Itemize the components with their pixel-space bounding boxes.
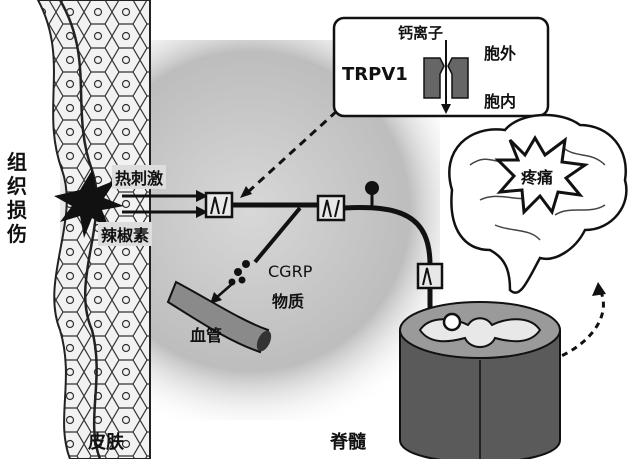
heat-stimulus-label: 热刺激 [112, 165, 166, 189]
blood-vessel-label: 血管 [190, 322, 222, 346]
trpv1-label: TRPV1 [342, 64, 408, 85]
skin-label: 皮肤 [88, 428, 124, 454]
substance-label: 物质 [272, 288, 304, 312]
capsaicin-label: 辣椒素 [98, 222, 152, 246]
calcium-ion-label: 钙离子 [398, 22, 443, 43]
nerve-knob [365, 181, 379, 195]
intracellular-label: 胞内 [484, 88, 516, 112]
dorsal-root-ganglion [444, 314, 460, 330]
extracellular-label: 胞外 [484, 40, 516, 64]
pain-label: 疼痛 [521, 164, 553, 188]
cgrp-label: CGRP [268, 262, 312, 281]
tissue-injury-label: 组织损伤 [6, 150, 28, 246]
spinal-cord-label: 脊髓 [330, 428, 366, 454]
cgrp-vesicles [234, 268, 242, 276]
